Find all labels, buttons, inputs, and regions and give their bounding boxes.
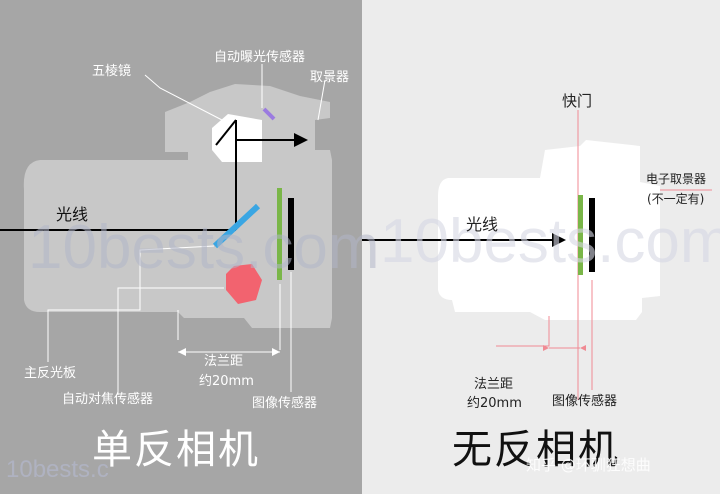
main-mirror <box>212 203 261 249</box>
title-dslr: 单反相机 <box>92 427 260 473</box>
label-shutter: 快门 <box>562 92 593 110</box>
pentaprism <box>212 114 262 165</box>
label-flange-dslr-1: 法兰距 <box>204 354 244 369</box>
mirrorless-sensor-green <box>578 195 583 275</box>
dslr-flange-arrowheads <box>178 348 280 356</box>
label-main-mirror: 主反光板 <box>24 366 77 381</box>
mirrorless-body <box>438 140 660 320</box>
viewfinder-light-arrow <box>236 133 308 147</box>
label-flange-mirrorless-1: 法兰距 <box>474 377 514 392</box>
mirrorless-flange-arrowheads <box>543 345 586 351</box>
label-image-sensor-mirrorless: 图像传感器 <box>552 394 618 409</box>
label-flange-dslr-2: 约20mm <box>199 374 254 389</box>
dslr-sensor-black <box>288 198 294 270</box>
af-sensor <box>226 264 262 304</box>
label-pentaprism: 五棱镜 <box>92 64 132 79</box>
label-image-sensor-dslr: 图像传感器 <box>252 396 318 411</box>
dslr-light-path <box>0 165 237 231</box>
dslr-sensor-green <box>277 188 282 280</box>
label-af-sensor: 自动对焦传感器 <box>62 392 154 407</box>
watermark-left: 10bests.com <box>28 213 380 282</box>
label-evf-1: 电子取景器 <box>646 172 707 186</box>
watermark-bottom: 10bests.c <box>6 456 109 483</box>
label-flange-mirrorless-2: 约20mm <box>467 396 522 411</box>
label-ae-sensor: 自动曝光传感器 <box>214 50 306 65</box>
label-viewfinder: 取景器 <box>310 70 350 85</box>
label-light-dslr: 光线 <box>56 205 89 224</box>
label-light-mirrorless: 光线 <box>466 215 499 234</box>
mirrorless-sensor-black <box>589 198 595 272</box>
title-mirrorless: 无反相机 <box>452 427 620 473</box>
mirrorless-leader-lines <box>496 189 712 390</box>
credit-watermark: 知乎 @环驯狂想曲 <box>526 456 651 474</box>
watermark-right: 10bests.com <box>380 207 720 276</box>
mirrorless-light-path <box>362 233 566 247</box>
ae-sensor <box>262 107 276 121</box>
label-evf-2: (不一定有) <box>647 192 705 206</box>
dslr-leader-lines <box>47 64 326 395</box>
